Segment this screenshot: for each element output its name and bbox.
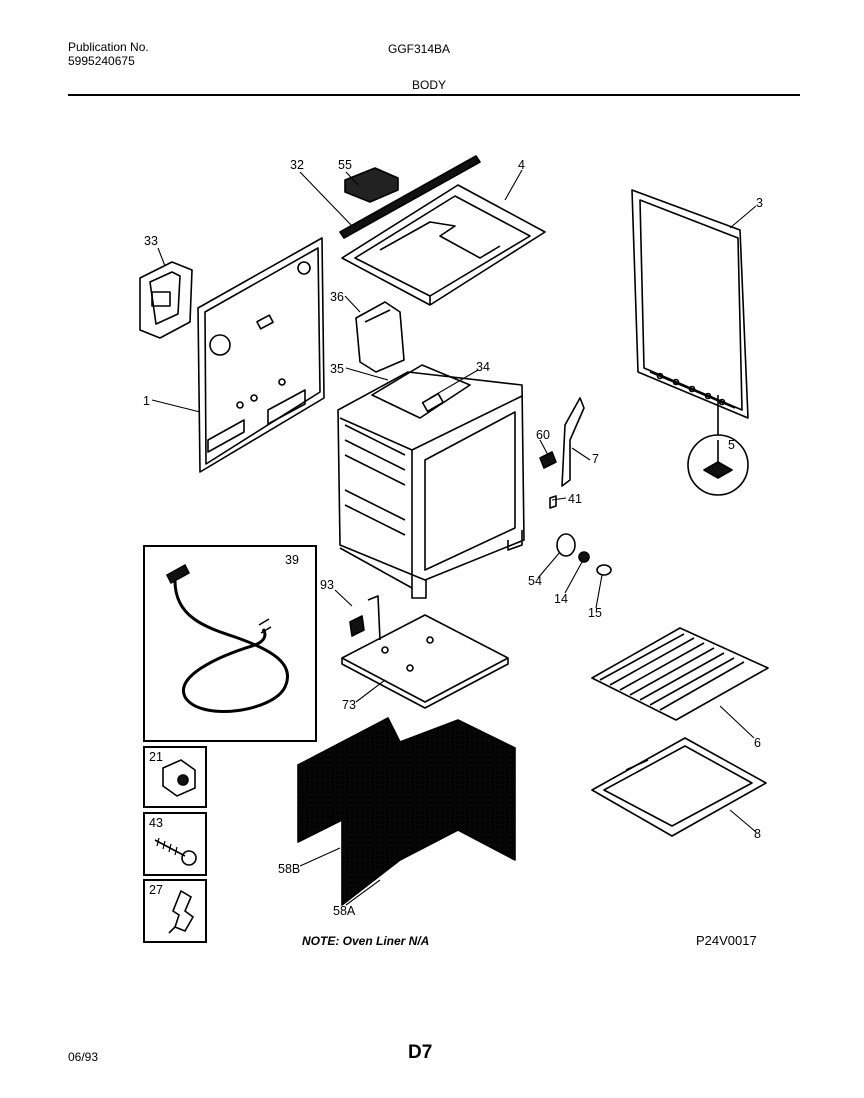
inset-39-power-cord: 39 bbox=[143, 545, 317, 742]
part-33-bracket bbox=[139, 261, 193, 339]
part-label-60: 60 bbox=[536, 428, 550, 442]
part-4-top-frame bbox=[341, 184, 546, 306]
part-label-73: 73 bbox=[342, 698, 356, 712]
part-label-15: 15 bbox=[588, 606, 602, 620]
part-label-5: 5 bbox=[728, 438, 735, 452]
part-label-32: 32 bbox=[290, 158, 304, 172]
part-label-55: 55 bbox=[338, 158, 352, 172]
section-title: BODY bbox=[412, 78, 447, 92]
screw-icon bbox=[154, 837, 197, 866]
part-3-side-panel bbox=[631, 189, 749, 419]
part-8-broiler-pan bbox=[591, 737, 767, 837]
part-label-34: 34 bbox=[476, 360, 490, 374]
part-5-leveler-callout bbox=[687, 395, 749, 496]
part-36-vent-duct bbox=[355, 301, 405, 373]
publication-label: Publication No. bbox=[68, 40, 149, 54]
part-label-1: 1 bbox=[143, 394, 150, 408]
diagram-code: P24V0017 bbox=[696, 933, 757, 948]
part-label-3: 3 bbox=[756, 196, 763, 210]
bracket-icon bbox=[168, 889, 195, 934]
part-label-27: 27 bbox=[149, 883, 163, 897]
part-label-33: 33 bbox=[144, 234, 158, 248]
clip-icon bbox=[162, 759, 196, 797]
leader-lines bbox=[151, 169, 757, 906]
part-1-back-panel bbox=[197, 237, 325, 473]
body-cabinet bbox=[337, 371, 525, 599]
part-6-oven-rack bbox=[591, 627, 769, 721]
publication-number: 5995240675 bbox=[68, 54, 135, 68]
page-number: D7 bbox=[408, 1042, 433, 1063]
part-label-6: 6 bbox=[754, 736, 761, 750]
part-label-41: 41 bbox=[568, 492, 582, 506]
inset-21-clip: 21 bbox=[143, 746, 207, 808]
part-label-8: 8 bbox=[754, 827, 761, 841]
model-number: GGF314BA bbox=[388, 42, 451, 56]
part-14-bulb-base bbox=[578, 551, 590, 563]
part-label-93: 93 bbox=[320, 578, 334, 592]
part-55-trim-channel bbox=[344, 167, 399, 203]
part-32-strip bbox=[339, 155, 481, 239]
part-58-insulation bbox=[297, 717, 516, 906]
part-label-58A: 58A bbox=[333, 904, 356, 918]
part-93-switch bbox=[349, 595, 381, 641]
part-73-bottom-panel bbox=[341, 614, 509, 709]
part-label-7: 7 bbox=[592, 452, 599, 466]
revision-date: 06/93 bbox=[68, 1050, 99, 1064]
part-label-39: 39 bbox=[285, 553, 299, 567]
part-15-bulb bbox=[596, 564, 612, 576]
part-54-socket bbox=[556, 533, 576, 557]
part-label-58B: 58B bbox=[278, 862, 301, 876]
part-label-43: 43 bbox=[149, 816, 163, 830]
power-cord-icon bbox=[166, 563, 289, 713]
part-label-14: 14 bbox=[554, 592, 568, 606]
part-label-36: 36 bbox=[330, 290, 344, 304]
part-label-21: 21 bbox=[149, 750, 163, 764]
inset-43-screw: 43 bbox=[143, 812, 207, 876]
part-7-handle bbox=[539, 397, 585, 509]
part-label-54: 54 bbox=[528, 574, 542, 588]
oven-liner-note: NOTE: Oven Liner N/A bbox=[302, 934, 430, 948]
inset-27-bracket: 27 bbox=[143, 879, 207, 943]
part-label-4: 4 bbox=[518, 158, 525, 172]
part-label-35: 35 bbox=[330, 362, 344, 376]
